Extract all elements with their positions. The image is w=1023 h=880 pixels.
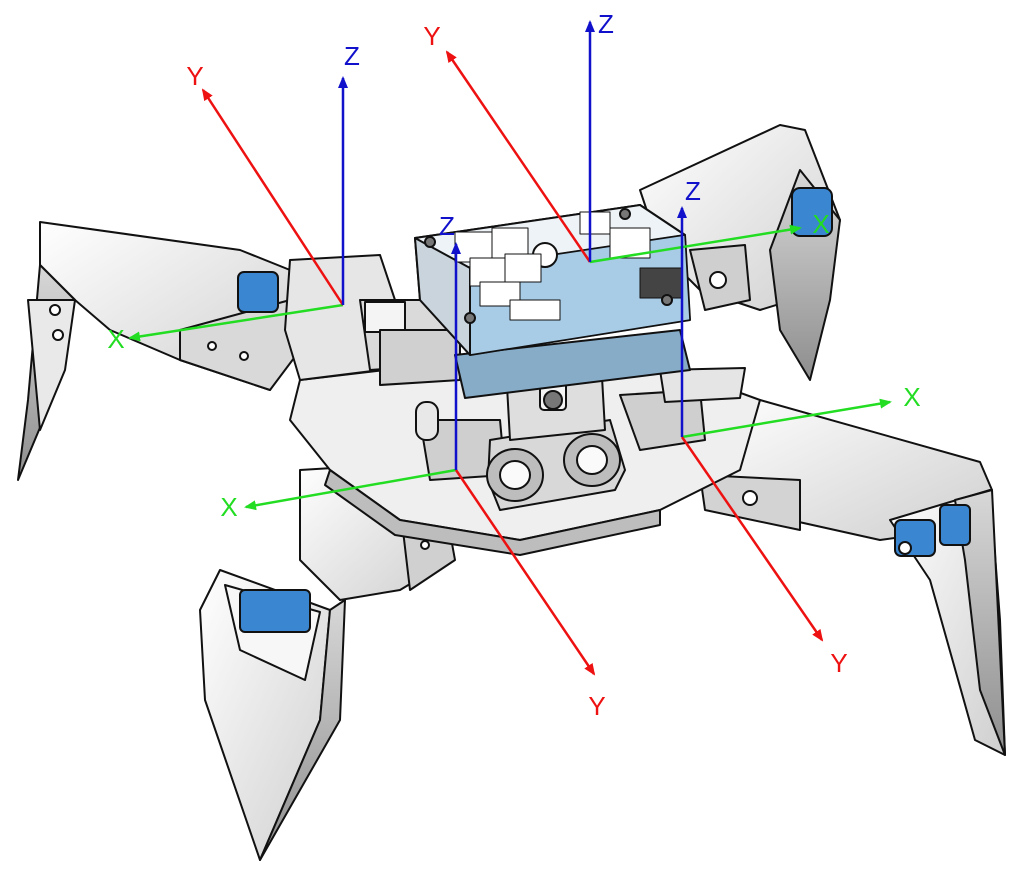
x-axis-label: X [107, 324, 124, 354]
z-axis-label: Z [685, 176, 701, 206]
front-right-leg [699, 399, 1006, 756]
x-axis-arrow [681, 398, 892, 439]
ultrasonic-sensor [486, 419, 626, 511]
axis-frame-leg-front-right: X Y Z [677, 176, 921, 678]
y-axis-label: Y [588, 691, 605, 721]
y-axis-arrow [201, 88, 345, 306]
axis-frame-body-center: X Y Z [423, 9, 830, 264]
x-axis-label: X [220, 492, 237, 522]
y-axis-label: Y [830, 648, 847, 678]
x-axis-label: X [812, 209, 829, 239]
left-servo-block [284, 254, 461, 386]
y-axis-label: Y [423, 21, 440, 51]
control-board-enclosure [414, 204, 691, 399]
y-axis-label: Y [186, 61, 203, 91]
y-axis-arrow [680, 436, 824, 642]
robot-quadruped-illustration [17, 124, 1006, 861]
z-axis-label: Z [344, 41, 360, 71]
x-axis-arrow [128, 303, 344, 342]
x-axis-arrow [244, 468, 457, 511]
y-axis-arrow [454, 469, 596, 676]
z-axis-label: Z [598, 9, 614, 39]
y-axis-arrow [445, 50, 592, 263]
rear-left-leg [17, 221, 301, 481]
axis-frame-leg-front-left: X Y Z [220, 211, 605, 721]
coordinate-axes: X Y Z X Y Z X Y Z X Y Z [107, 9, 920, 721]
axis-frame-leg-rear-left: X Y Z [107, 41, 360, 354]
z-axis-label: Z [439, 211, 455, 241]
x-axis-label: X [903, 382, 920, 412]
x-axis-arrow [589, 224, 802, 264]
